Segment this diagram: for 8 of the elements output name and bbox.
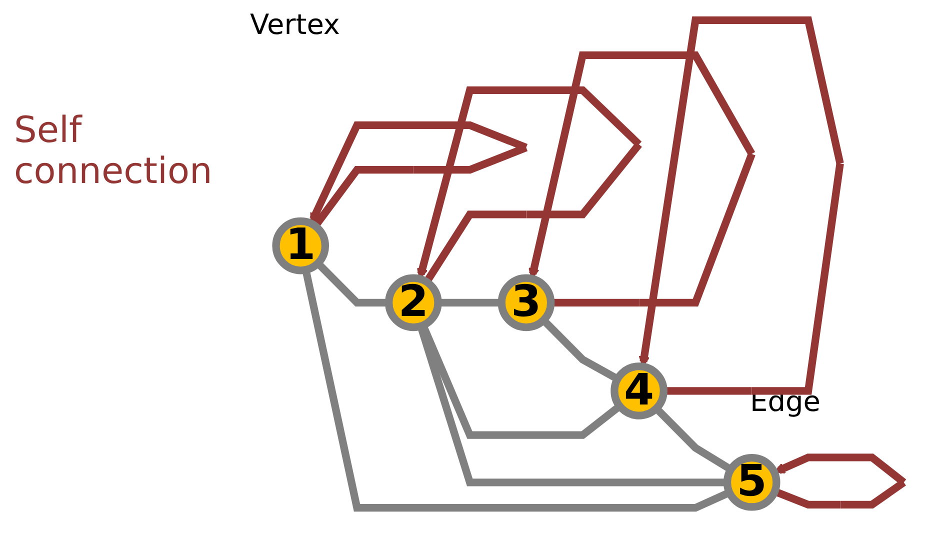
annotation-text: Vertex	[250, 8, 340, 41]
node-circle: 4	[610, 362, 668, 420]
node-circle: 3	[498, 274, 555, 332]
annotation-text: Self connection	[14, 110, 214, 192]
node-circle: 2	[385, 274, 442, 332]
node-circle: 1	[272, 217, 330, 274]
arrow	[528, 51, 756, 306]
node-circle: 5	[723, 454, 780, 511]
